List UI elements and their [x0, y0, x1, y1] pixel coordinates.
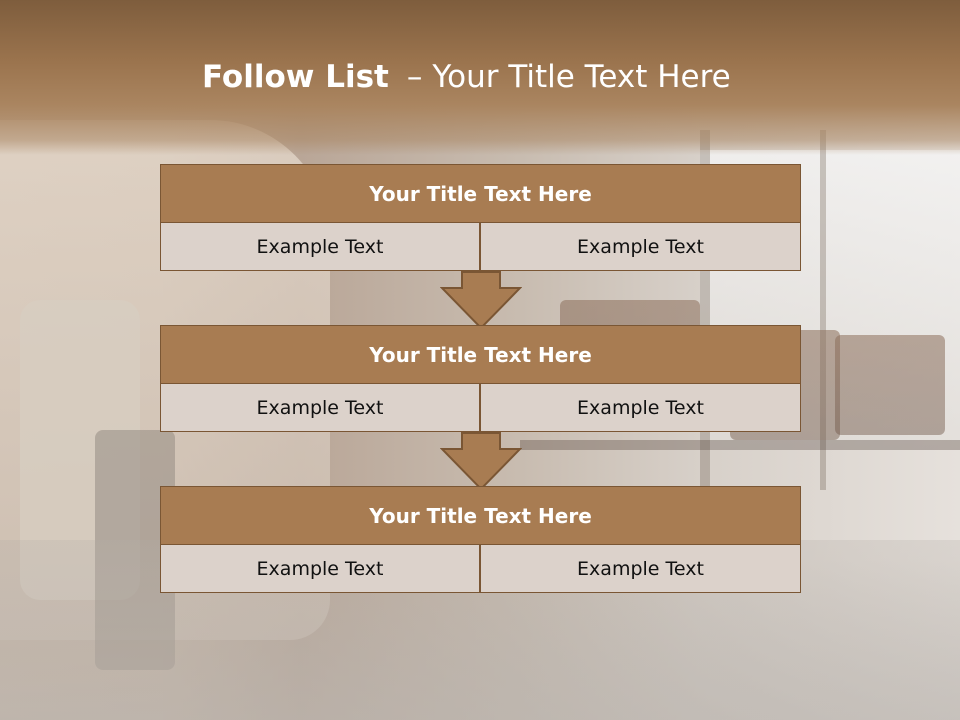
- block-title: Your Title Text Here: [160, 325, 801, 384]
- background-seat-rail: [520, 440, 960, 450]
- slide-title: Follow List – Your Title Text Here: [202, 55, 731, 99]
- block-right-cell: Example Text: [480, 222, 801, 271]
- block-title: Your Title Text Here: [160, 164, 801, 223]
- slide-title-rest: Your Title Text Here: [432, 59, 731, 95]
- background-window-frame: [820, 130, 826, 490]
- background-seat: [835, 335, 945, 435]
- slide-title-dash: –: [406, 59, 423, 95]
- block-left-cell: Example Text: [160, 222, 480, 271]
- background-window-frame: [700, 130, 710, 490]
- down-arrow-icon: [440, 431, 522, 491]
- block-left-cell: Example Text: [160, 544, 480, 593]
- down-arrow-icon: [440, 270, 522, 330]
- block-left-cell: Example Text: [160, 383, 480, 432]
- block-title: Your Title Text Here: [160, 486, 801, 545]
- title-band: [0, 0, 960, 155]
- block-right-cell: Example Text: [480, 383, 801, 432]
- block-right-cell: Example Text: [480, 544, 801, 593]
- slide-title-bold: Follow List: [202, 59, 389, 95]
